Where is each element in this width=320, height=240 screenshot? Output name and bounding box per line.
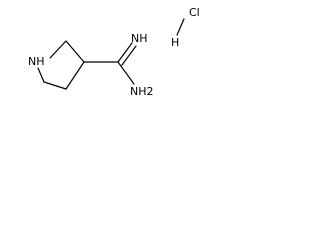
amine-label: NH2: [130, 85, 154, 98]
double-bond-to-imine-b: [121, 45, 137, 66]
chlorine-label: Cl: [189, 6, 200, 19]
hydrogen-label: H: [171, 36, 179, 49]
hydrochloride-salt: Cl H: [171, 6, 200, 49]
ring-bond-c4-c5: [43, 81, 67, 90]
chemical-structure: NH NH NH2 Cl H: [28, 6, 200, 98]
ring-bond-c2-c3: [65, 40, 85, 63]
amine-label-text: NH2: [130, 85, 154, 98]
pyrrolidine-ring: [37, 40, 85, 90]
amidine-group: [83, 42, 137, 85]
double-bond-to-imine-a: [117, 42, 133, 63]
ring-bond-c5-n: [37, 67, 45, 83]
ring-bond-c3-c4: [65, 61, 85, 90]
ring-bond-n-c2: [49, 40, 67, 59]
h-cl-bond: [176, 18, 185, 36]
imine-label: NH: [131, 32, 148, 45]
single-bond-to-amine: [117, 61, 135, 85]
ring-nitrogen-label: NH: [28, 55, 45, 68]
